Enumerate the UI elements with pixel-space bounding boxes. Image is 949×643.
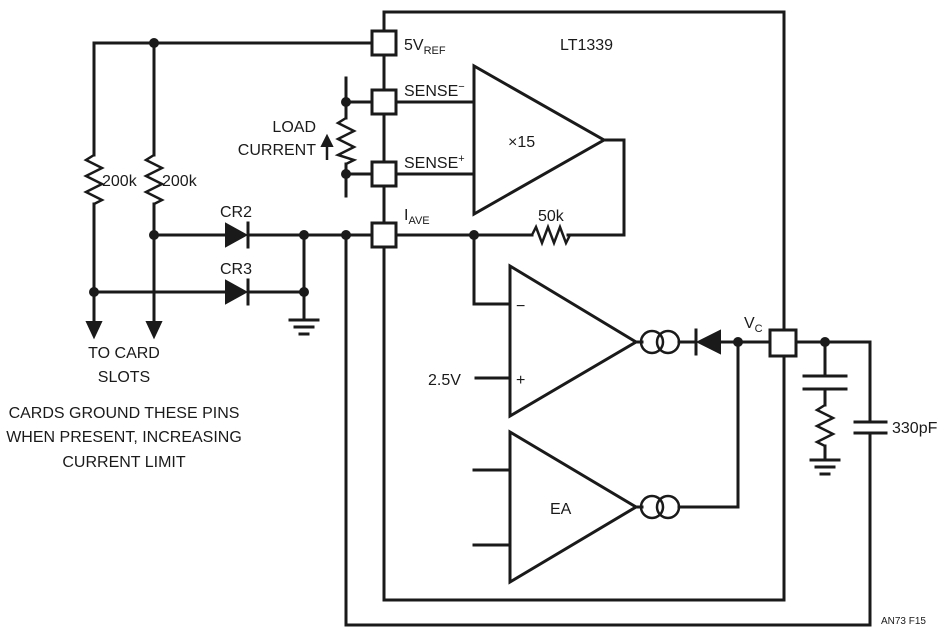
amp-plus-input-label: + — [516, 372, 525, 389]
amp-minus-input-label: − — [516, 298, 525, 315]
pin-iave — [370, 221, 398, 249]
pin-sense-plus — [370, 160, 398, 188]
to-card-label-line2: SLOTS — [98, 369, 150, 386]
error-amplifier — [472, 340, 740, 585]
ground-diodes — [288, 230, 351, 336]
gain-label: ×15 — [508, 134, 535, 151]
pin-vc-label: VC — [744, 315, 763, 335]
note-line3: CURRENT LIMIT — [62, 454, 185, 471]
outer-loop-wire — [344, 233, 872, 627]
error-amp-label: EA — [550, 501, 572, 518]
to-card-label-line1: TO CARD — [88, 345, 160, 362]
capacitor-label: 330pF — [892, 420, 938, 437]
figure-id-label: AN73 F15 — [881, 616, 926, 627]
diode-cr2-label: CR2 — [220, 204, 252, 221]
diode-cr3-label: CR3 — [220, 261, 252, 278]
diode-cr2 — [152, 221, 386, 249]
gain-amplifier — [394, 63, 626, 237]
load-current-label-line2: CURRENT — [238, 142, 316, 159]
pin-5vref-label: 5VREF — [404, 37, 446, 57]
resistor-mid-label: 200k — [162, 173, 198, 190]
pin-iave-label: IAVE — [404, 207, 430, 227]
resistor-feedback-label: 50k — [538, 208, 565, 225]
diode-cr3 — [92, 278, 306, 306]
pin-sense-minus — [370, 88, 398, 116]
vref-network — [83, 38, 386, 340]
chip-boundary — [382, 10, 786, 602]
pin-vc — [768, 328, 798, 358]
load-current-label-line1: LOAD — [272, 119, 316, 136]
pin-5vref — [370, 29, 398, 57]
chip-name-label: LT1339 — [560, 37, 613, 54]
pin-sense-minus-label: SENSE− — [404, 81, 465, 100]
note-line1: CARDS GROUND THESE PINS — [9, 405, 240, 422]
note-line2: WHEN PRESENT, INCREASING — [6, 429, 242, 446]
vc-compensation — [794, 337, 888, 476]
resistor-50k — [394, 223, 572, 247]
resistor-left-label: 200k — [102, 173, 138, 190]
current-limit-amplifier — [472, 233, 772, 419]
pin-sense-plus-label: SENSE+ — [404, 153, 465, 172]
ref-voltage-label: 2.5V — [428, 372, 461, 389]
